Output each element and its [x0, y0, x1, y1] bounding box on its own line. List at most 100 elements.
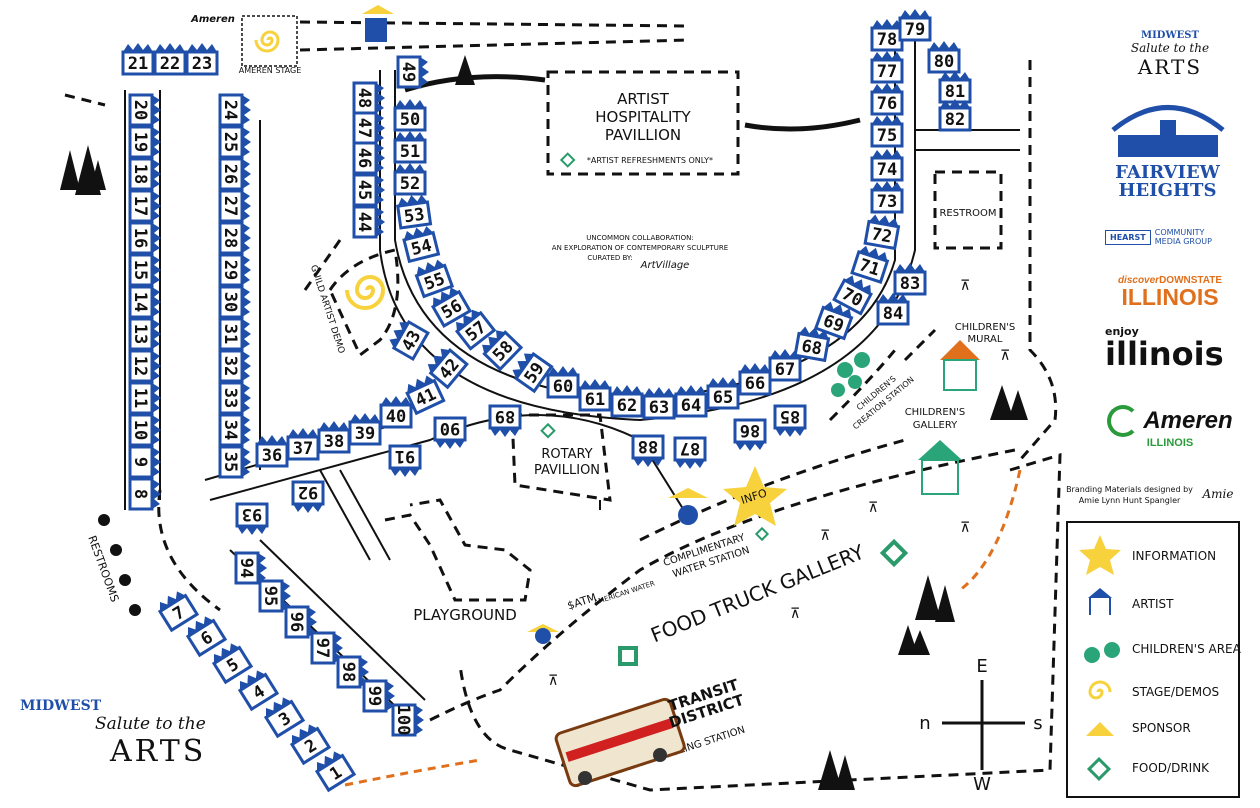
- artist-booth[interactable]: 5: [209, 640, 254, 685]
- artist-booth[interactable]: 86: [733, 418, 767, 451]
- artist-booth[interactable]: 24: [218, 93, 251, 127]
- artist-booth[interactable]: 58: [478, 326, 524, 372]
- svg-text:⊼: ⊼: [1000, 348, 1010, 364]
- artist-booth[interactable]: 62: [610, 385, 644, 418]
- artist-booth[interactable]: 29: [218, 253, 251, 287]
- tent-roof: [282, 581, 291, 611]
- artist-booth[interactable]: 4: [235, 667, 280, 712]
- artist-booth[interactable]: 10: [128, 413, 161, 447]
- artist-booth[interactable]: 40: [379, 396, 413, 429]
- artist-booth[interactable]: 14: [128, 285, 161, 319]
- artist-booth[interactable]: 94: [234, 551, 267, 585]
- artist-booth[interactable]: 34: [218, 413, 251, 447]
- artist-booth[interactable]: 74: [870, 149, 904, 182]
- artist-booth[interactable]: 7: [155, 588, 200, 633]
- artist-booth[interactable]: 42: [424, 344, 469, 390]
- artist-booth[interactable]: 36: [255, 435, 289, 468]
- artist-booth[interactable]: 100: [391, 703, 424, 737]
- artist-booth[interactable]: 54: [402, 224, 441, 264]
- artist-booth[interactable]: 80: [927, 41, 961, 74]
- artist-booth[interactable]: 2: [287, 721, 332, 766]
- artist-booth[interactable]: 31: [218, 317, 251, 351]
- artist-booth[interactable]: 66: [738, 363, 772, 396]
- artist-booth[interactable]: 45: [352, 173, 385, 207]
- artist-booth[interactable]: 57: [451, 306, 497, 351]
- artist-booth[interactable]: 43: [386, 318, 430, 362]
- artist-booth[interactable]: 48: [352, 81, 385, 115]
- artist-booth[interactable]: 38: [317, 421, 351, 454]
- artist-booth[interactable]: 98: [336, 655, 369, 689]
- artist-booth[interactable]: 77: [870, 51, 904, 84]
- artist-booth[interactable]: 53: [396, 193, 433, 230]
- artist-booth[interactable]: 89: [488, 404, 522, 437]
- legend-label: SPONSOR: [1132, 721, 1191, 735]
- artist-booth[interactable]: 27: [218, 189, 251, 223]
- artist-booth[interactable]: 12: [128, 349, 161, 383]
- artist-booth[interactable]: 71: [850, 243, 890, 284]
- artist-booth[interactable]: 32: [218, 349, 251, 383]
- artist-booth[interactable]: 83: [893, 263, 927, 296]
- artist-booth[interactable]: 68: [793, 325, 831, 363]
- artist-booth[interactable]: 33: [218, 381, 251, 415]
- artist-booth[interactable]: 81: [938, 71, 972, 104]
- artist-booth[interactable]: 6: [183, 613, 228, 658]
- artist-booth[interactable]: 82: [938, 99, 972, 132]
- artist-booth[interactable]: 17: [128, 189, 161, 223]
- artist-booth[interactable]: 28: [218, 221, 251, 255]
- artist-booth[interactable]: 91: [388, 444, 422, 477]
- artist-booth[interactable]: 25: [218, 125, 251, 159]
- artist-booth[interactable]: 47: [352, 111, 385, 145]
- artist-booth[interactable]: 55: [413, 257, 455, 299]
- artist-booth[interactable]: 8: [128, 477, 161, 511]
- artist-booth[interactable]: 21: [121, 43, 155, 76]
- artist-booth[interactable]: 63: [642, 387, 676, 420]
- artist-booth[interactable]: 16: [128, 221, 161, 255]
- artist-booth[interactable]: 13: [128, 317, 161, 351]
- artist-booth[interactable]: 23: [185, 43, 219, 76]
- artist-booth[interactable]: 26: [218, 157, 251, 191]
- artist-booth[interactable]: 97: [310, 631, 343, 665]
- artist-booth[interactable]: 61: [578, 379, 612, 412]
- artist-booth[interactable]: 72: [863, 213, 901, 251]
- artist-booth[interactable]: 1: [312, 748, 357, 793]
- artist-booth[interactable]: 50: [393, 99, 427, 132]
- artist-booth[interactable]: 15: [128, 253, 161, 287]
- artist-booth[interactable]: 30: [218, 285, 251, 319]
- artist-booth[interactable]: 46: [352, 141, 385, 175]
- artist-booth[interactable]: 99: [362, 679, 395, 713]
- artist-booth[interactable]: 11: [128, 381, 161, 415]
- artist-booth[interactable]: 93: [235, 502, 269, 535]
- artist-booth[interactable]: 39: [348, 413, 382, 446]
- artist-booth[interactable]: 92: [291, 480, 325, 513]
- artist-booth[interactable]: 78: [870, 19, 904, 52]
- artist-booth[interactable]: 20: [128, 93, 161, 127]
- artist-booth[interactable]: 3: [261, 694, 306, 739]
- artist-booth[interactable]: 56: [429, 284, 473, 328]
- artist-booth[interactable]: 51: [393, 131, 427, 164]
- artist-booth[interactable]: 44: [352, 205, 385, 239]
- artist-booth[interactable]: 87: [673, 436, 707, 469]
- artist-booth[interactable]: 18: [128, 157, 161, 191]
- artist-booth[interactable]: 49: [396, 55, 429, 89]
- artist-booth[interactable]: 37: [286, 428, 320, 461]
- artist-booth[interactable]: 69: [813, 299, 855, 341]
- artist-booth[interactable]: 79: [898, 9, 932, 42]
- artist-booth[interactable]: 88: [631, 434, 665, 467]
- artist-booth[interactable]: 19: [128, 125, 161, 159]
- artist-booth[interactable]: 75: [870, 115, 904, 148]
- artist-booth[interactable]: 84: [876, 293, 910, 326]
- artist-booth[interactable]: 60: [546, 366, 580, 399]
- artist-booth[interactable]: 65: [706, 377, 740, 410]
- artist-booth[interactable]: 22: [153, 43, 187, 76]
- artist-booth[interactable]: 90: [433, 416, 467, 449]
- artist-booth[interactable]: 96: [284, 605, 317, 639]
- artist-booth[interactable]: 95: [258, 579, 291, 613]
- artist-booth[interactable]: 9: [128, 445, 161, 479]
- artist-booth[interactable]: 35: [218, 445, 251, 479]
- artist-booth[interactable]: 67: [768, 349, 802, 382]
- artist-booth[interactable]: 76: [870, 83, 904, 116]
- artist-booth[interactable]: 64: [674, 385, 708, 418]
- artist-booth[interactable]: 52: [393, 163, 427, 196]
- artist-booth[interactable]: 85: [773, 404, 807, 437]
- artist-booth[interactable]: 73: [870, 181, 904, 214]
